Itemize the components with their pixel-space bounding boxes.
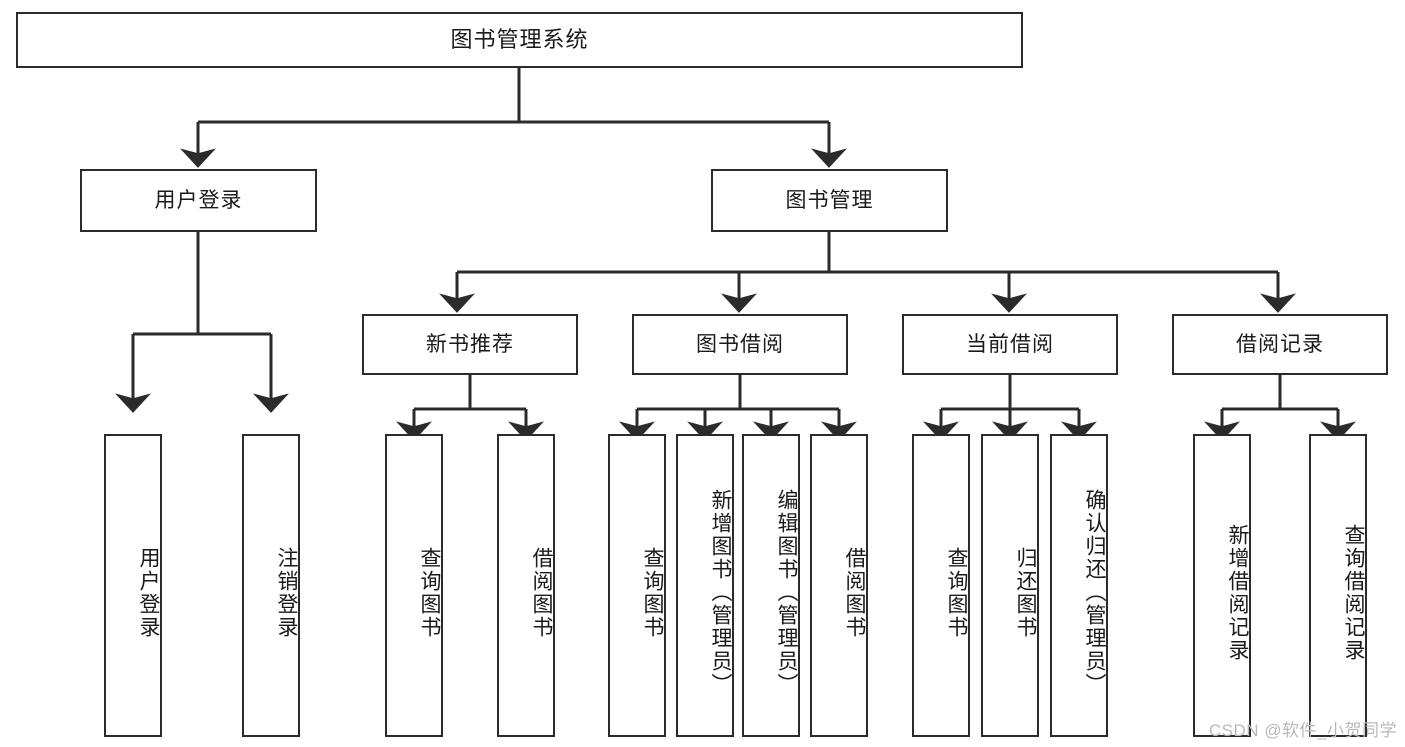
node-label: 新书推荐 (426, 332, 514, 356)
node-book-management[interactable]: 图书管理 (711, 169, 948, 232)
node-label: 用户登录 (137, 546, 160, 639)
node-current-borrow[interactable]: 当前借阅 (902, 314, 1118, 375)
leaf-recommend-query-book[interactable]: 查询图书 (385, 434, 443, 737)
leaf-current-query-book[interactable]: 查询图书 (912, 434, 970, 737)
node-label: 归还图书 (1014, 546, 1037, 639)
node-label: 用户登录 (154, 188, 243, 212)
node-label: 注销登录 (275, 546, 298, 639)
node-new-book-recommend[interactable]: 新书推荐 (362, 314, 578, 375)
node-label: 编辑图书（管理员） (775, 489, 798, 696)
node-label: 图书管理 (785, 188, 874, 212)
node-root-book-management-system[interactable]: 图书管理系统 (16, 12, 1023, 68)
node-book-borrow[interactable]: 图书借阅 (632, 314, 848, 375)
node-label: 新增借阅记录 (1226, 523, 1249, 662)
node-label: 当前借阅 (966, 332, 1054, 356)
leaf-recommend-borrow-book[interactable]: 借阅图书 (497, 434, 555, 737)
leaf-user-logout[interactable]: 注销登录 (242, 434, 300, 737)
watermark: CSDN @软件_小贺同学 (1208, 721, 1397, 740)
node-label: 新增图书（管理员） (709, 489, 732, 696)
node-label: 借阅图书 (530, 546, 553, 639)
leaf-record-add-record[interactable]: 新增借阅记录 (1193, 434, 1251, 737)
leaf-current-return-book[interactable]: 归还图书 (981, 434, 1039, 737)
leaf-borrow-edit-book-admin[interactable]: 编辑图书（管理员） (742, 434, 800, 737)
node-label: 查询借阅记录 (1342, 523, 1365, 662)
node-label: 图书管理系统 (450, 26, 589, 52)
leaf-current-confirm-return-admin[interactable]: 确认归还（管理员） (1050, 434, 1108, 737)
node-label: 借阅记录 (1236, 332, 1324, 356)
leaf-record-query-record[interactable]: 查询借阅记录 (1309, 434, 1367, 737)
node-label: 查询图书 (641, 546, 664, 639)
node-borrow-record[interactable]: 借阅记录 (1172, 314, 1388, 375)
node-label: 借阅图书 (843, 546, 866, 639)
node-label: 确认归还（管理员） (1083, 489, 1106, 696)
node-label: 查询图书 (945, 546, 968, 639)
leaf-borrow-query-book[interactable]: 查询图书 (608, 434, 666, 737)
leaf-borrow-add-book-admin[interactable]: 新增图书（管理员） (676, 434, 734, 737)
node-label: 图书借阅 (696, 332, 784, 356)
leaf-user-login[interactable]: 用户登录 (104, 434, 162, 737)
node-user-login[interactable]: 用户登录 (80, 169, 317, 232)
leaf-borrow-borrow-book[interactable]: 借阅图书 (810, 434, 868, 737)
node-label: 查询图书 (418, 546, 441, 639)
